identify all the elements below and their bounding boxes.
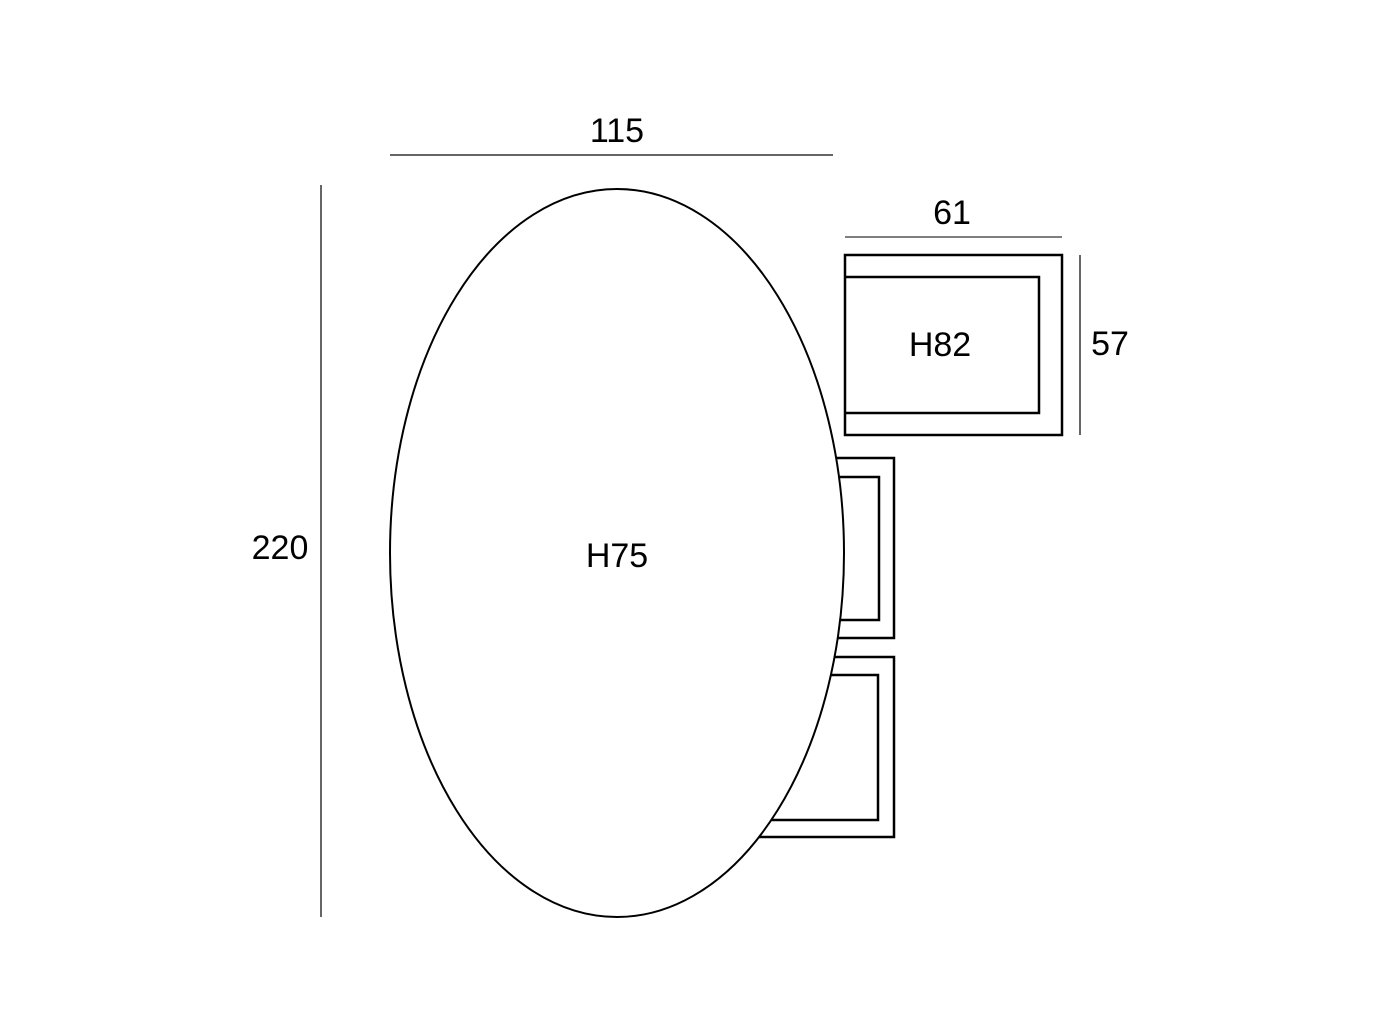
table-width-label: 115 <box>590 112 644 150</box>
chair-width-label: 61 <box>933 194 971 232</box>
table-height-label: H75 <box>586 537 648 575</box>
oval-table <box>389 188 845 918</box>
table-length-label: 220 <box>252 529 309 567</box>
chair-height-label: H82 <box>909 326 971 364</box>
end-chair <box>843 253 1064 437</box>
chair-depth-label: 57 <box>1091 325 1129 363</box>
